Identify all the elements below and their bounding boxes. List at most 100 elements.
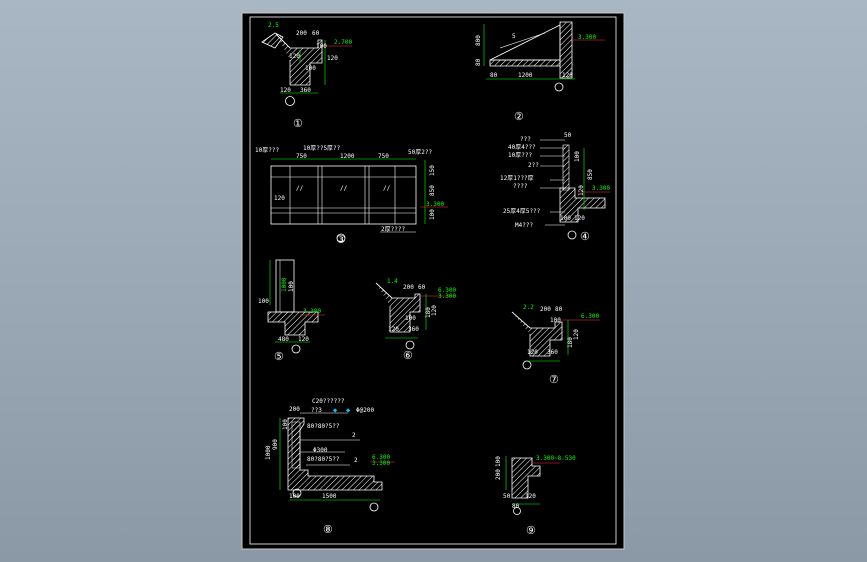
d8-note-title: C20??????	[312, 398, 345, 405]
d8-dim-left-c: 900	[272, 439, 279, 450]
d8-dim-left-a: 100	[282, 419, 289, 430]
d3-dim-right-c: 100	[429, 209, 436, 220]
d6-label: ⑥	[403, 349, 413, 362]
d4-note-3: 2??	[528, 162, 539, 169]
d7-dim-right-c: 180	[567, 337, 574, 348]
detail-9: 100 200 3.300~8.530 50 120 80 ⑨	[495, 455, 576, 537]
d1-dim-left-a: 120	[289, 53, 300, 60]
svg-text://: //	[383, 185, 391, 192]
d4-label: ④	[580, 230, 590, 243]
d8-note-bar: ??3	[311, 407, 322, 414]
detail-2: 800 80 5 3.300 80 1200 120 ②	[475, 21, 605, 123]
d6-dim-right-b: 180	[425, 307, 432, 318]
d2-label: ②	[514, 110, 524, 123]
d1-dim-top-pair: 200	[296, 30, 307, 37]
d1-dim-bottom-left: 120	[280, 87, 291, 94]
d8-level-b: 3.300	[372, 460, 390, 467]
d7-dim-top-pair-b: 80	[555, 306, 563, 313]
d3-note-top: 10厚??5厚??	[303, 145, 341, 152]
d4-dim-bottom-a: 100	[560, 215, 571, 222]
d4-dim-top: 50	[564, 132, 572, 139]
d7-level: 6.300	[581, 313, 599, 320]
d1-dim-top-small: 2.5	[268, 22, 279, 29]
d8-symbol-a: ⬥	[333, 407, 338, 414]
d8-level-a: 6.300	[372, 454, 390, 461]
d7-dim-bottom-right: 360	[547, 349, 558, 356]
detail-5: 1000 100 100 3.300 480 120 ⑤	[258, 259, 325, 363]
svg-text://: //	[340, 185, 348, 192]
d6-dim-top-pair-b: 60	[418, 284, 426, 291]
detail-3: // // // 10厚??? 10厚??5厚?? 50厚2?? 750 120…	[255, 145, 448, 246]
d1-level: 2.700	[334, 39, 352, 46]
d6-level-a: 6.300	[438, 287, 456, 294]
d3-level: 3.300	[426, 201, 444, 208]
d6-level-b: 3.300	[438, 293, 456, 300]
d4-note-6: 25厚4厚5???	[503, 208, 541, 215]
detail-8: C20?????? ??3 ⬥ ⬥ Φ@200 200 100 1000 900…	[265, 398, 395, 536]
d4-dim-right-b: 850	[587, 169, 594, 180]
d5-dim-top-b: 100	[288, 281, 295, 292]
d3-dim-seg-right: 750	[378, 153, 389, 160]
d4-note-0: ???	[520, 136, 531, 143]
d7-dim-right-a: 100	[550, 317, 561, 324]
d5-dim-bottom-a: 480	[278, 336, 289, 343]
d7-label: ⑦	[549, 373, 559, 386]
d6-dim-bottom-right: 360	[408, 326, 419, 333]
d1-dim-top-pair-b: 60	[312, 30, 320, 37]
d2-dim-left-height: 800	[475, 35, 482, 46]
d1-label: ①	[293, 117, 303, 130]
detail-4: ??? 40厚4??? 10厚??? 2?? 12厚1???厚 ???? 25厚…	[500, 132, 610, 243]
d9-dim-bottom-c: 80	[512, 503, 520, 510]
d8-mark-2: 2	[354, 457, 358, 464]
detail-1: 2.5 200 60 2.700 100 120 120 100 120 360…	[261, 22, 352, 130]
d2-dim-left-low: 80	[475, 58, 482, 66]
d9-dim-left-a: 100	[495, 456, 502, 467]
svg-text://: //	[296, 185, 304, 192]
d3-note-bottom: 2厚????	[381, 226, 405, 233]
d8-mark-1: 2	[352, 432, 356, 439]
d3-dim-left-a: 120	[274, 195, 285, 202]
d4-level: 3.300	[592, 185, 610, 192]
d1-dim-right-a: 100	[316, 43, 327, 50]
drawing-sheet	[241, 12, 625, 550]
d9-level: 3.300~8.530	[536, 455, 576, 462]
d5-dim-left-a: 100	[258, 298, 269, 305]
d2-level: 3.300	[578, 34, 596, 41]
d9-label: ⑨	[526, 524, 536, 537]
d9-dim-left-b: 200	[495, 469, 502, 480]
d8-note-c: 80?80?5??	[307, 456, 340, 463]
d1-dim-right-b: 120	[327, 55, 338, 62]
d8-dim-top: 200	[289, 406, 300, 413]
d8-note-bar2: Φ@200	[356, 407, 374, 414]
d3-dim-seg-mid: 1200	[340, 153, 355, 160]
d4-note-2: 10厚???	[508, 152, 532, 159]
d4-dim-right-c: 120	[578, 185, 585, 196]
d4-dim-right-a: 100	[574, 151, 581, 162]
d3-note-left: 10厚???	[255, 147, 279, 154]
d2-dim-slope: 5	[512, 33, 516, 40]
d5-label: ⑤	[274, 350, 284, 363]
drawing-frame	[249, 16, 617, 545]
d2-dim-bottom-right: 120	[562, 72, 573, 79]
d9-dim-bottom-b: 120	[525, 493, 536, 500]
detail-7: 2.2 200 80 6.300 100 120 180 120 360 ⑦	[511, 304, 600, 386]
d7-dim-top-small: 2.2	[523, 304, 534, 311]
d8-symbol-b: ⬥	[346, 407, 351, 414]
d5-level: 3.300	[303, 308, 321, 315]
d3-note-right: 50厚2??	[408, 149, 432, 156]
d5-dim-bottom-b: 120	[298, 336, 309, 343]
d3-dim-right-a: 150	[429, 165, 436, 176]
d9-dim-bottom-a: 50	[503, 493, 511, 500]
d6-dim-right-a: 120	[431, 305, 438, 316]
d6-dim-top-pair: 200	[403, 284, 414, 291]
d5-dim-top-a: 1000	[281, 277, 288, 292]
d2-dim-bottom-left: 80	[490, 72, 498, 79]
d6-dim-bottom-left: 120	[388, 326, 399, 333]
d6-dim-mid-a: 100	[405, 315, 416, 322]
d8-dim-left-b: 1000	[265, 445, 272, 460]
d2-dim-bottom-mid: 1200	[518, 72, 533, 79]
d8-note-a: 80?80?5??	[307, 423, 340, 430]
d1-dim-bottom-right: 360	[300, 87, 311, 94]
d4-note-1: 40厚4???	[508, 144, 536, 151]
